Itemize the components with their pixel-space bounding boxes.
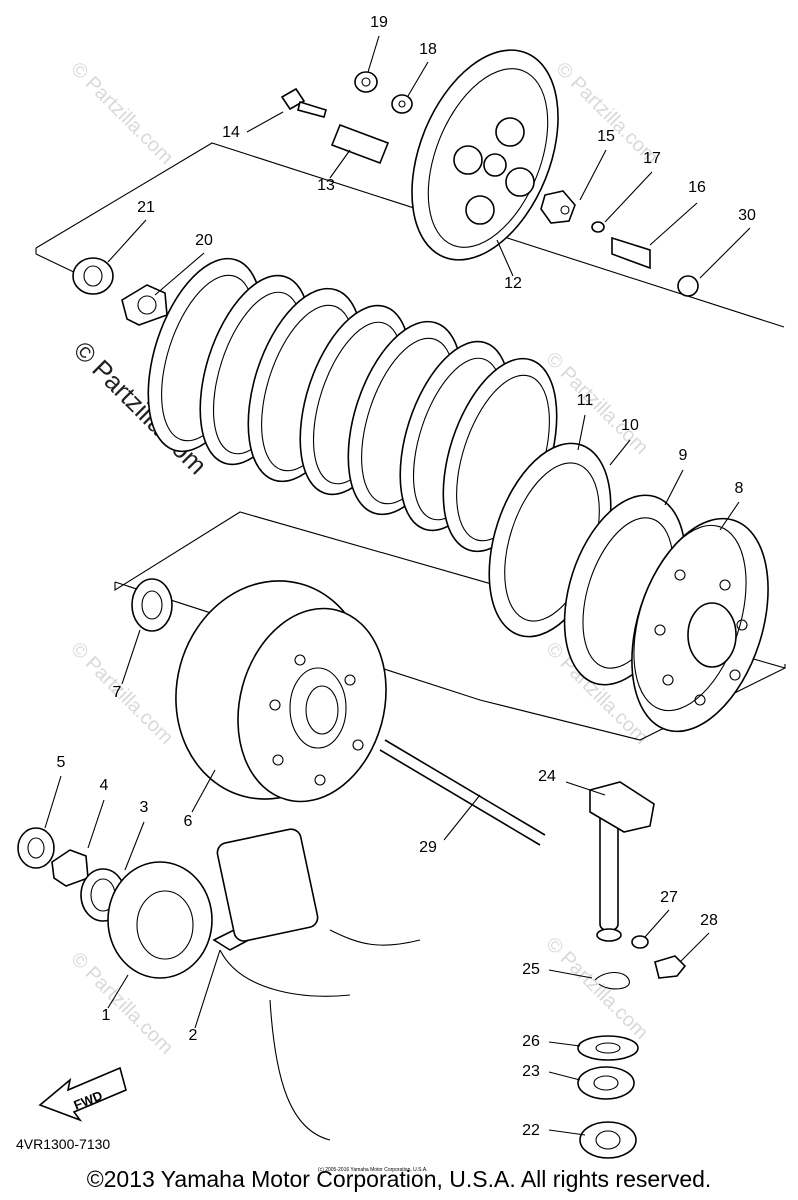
callout-label-23: 23: [522, 1063, 540, 1080]
callout-label-13: 13: [317, 177, 335, 194]
callout-label-4: 4: [100, 777, 109, 794]
callout-label-3: 3: [140, 799, 149, 816]
callout-label-22: 22: [522, 1122, 540, 1139]
push-rod-29: [379, 739, 546, 846]
callout-label-29: 29: [419, 839, 437, 856]
clutch-housing-6: [131, 578, 387, 803]
part-code: 4VR1300-7130: [16, 1136, 111, 1152]
callout-label-26: 26: [522, 1033, 540, 1050]
watermark: © Partzilla.com: [66, 58, 177, 169]
callout-label-19: 19: [370, 14, 388, 31]
callout-label-25: 25: [522, 961, 540, 978]
callout-label-6: 6: [184, 813, 193, 830]
copyright-notice: ©2013 Yamaha Motor Corporation, U.S.A. A…: [86, 1166, 712, 1192]
callout-label-8: 8: [735, 480, 744, 497]
callout-label-10: 10: [621, 417, 639, 434]
push-lever-24: [577, 781, 687, 1159]
callout-label-21: 21: [137, 199, 155, 216]
callout-label-5: 5: [57, 754, 66, 771]
fwd-arrow: FWD: [38, 1066, 127, 1122]
callout-label-20: 20: [195, 232, 213, 249]
small-notice: (c) 2005-2016 Yamaha Motor Corporation, …: [318, 1167, 428, 1173]
callout-label-9: 9: [679, 447, 688, 464]
callout-label-14: 14: [222, 124, 240, 141]
callout-label-12: 12: [504, 275, 522, 292]
callout-label-7: 7: [113, 684, 122, 701]
pressure-plate-8: [631, 517, 769, 733]
leader-lines: [44, 35, 751, 1136]
callout-label-18: 18: [419, 41, 437, 58]
callout-label-16: 16: [688, 179, 706, 196]
pressure-plate-12: [411, 49, 559, 261]
watermark: © Partzilla.com: [541, 348, 652, 459]
callout-label-1: 1: [102, 1007, 111, 1024]
callout-label-2: 2: [189, 1027, 198, 1044]
callout-label-17: 17: [643, 150, 661, 167]
callout-label-15: 15: [597, 128, 615, 145]
callout-label-28: 28: [700, 912, 718, 929]
callout-label-27: 27: [660, 889, 678, 906]
watermark: © Partzilla.com: [66, 638, 177, 749]
callout-label-24: 24: [538, 768, 556, 785]
watermark: © Partzilla.com: [541, 933, 652, 1044]
callout-label-11: 11: [577, 392, 594, 409]
clutch-plate-stack: [147, 257, 558, 553]
callout-label-30: 30: [738, 207, 756, 224]
primary-drive-parts: [17, 827, 421, 1141]
